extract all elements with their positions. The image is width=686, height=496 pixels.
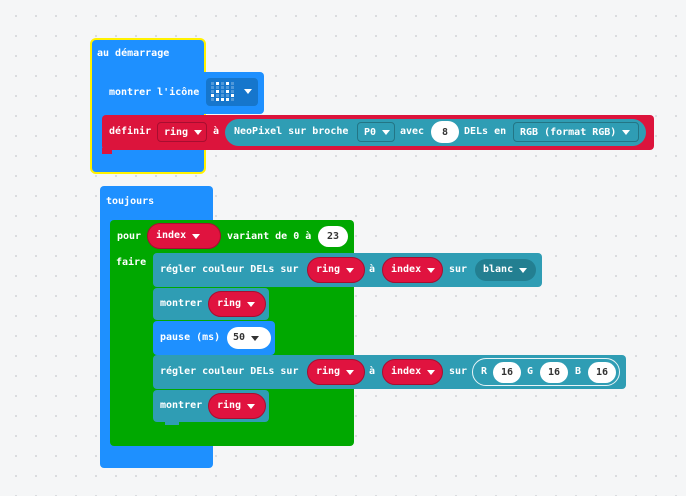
- r-input[interactable]: 16: [493, 362, 521, 383]
- chevron-down-icon: [519, 267, 528, 273]
- chevron-down-icon: [427, 369, 436, 375]
- do-label: faire: [116, 257, 147, 268]
- strip-ring-dropdown-1[interactable]: ring: [307, 257, 365, 283]
- led-dot: [226, 98, 229, 101]
- led-dot: [216, 98, 219, 101]
- index-variable-label-2: index: [391, 366, 422, 377]
- for-variable-label: index: [156, 230, 187, 241]
- strip-ring-label-1: ring: [316, 264, 341, 275]
- set-ring-block-tail: [102, 148, 112, 154]
- color-label: blanc: [483, 264, 514, 275]
- chevron-down-icon: [427, 267, 436, 273]
- strip-ring-label-2: ring: [316, 366, 341, 377]
- led-dot: [226, 82, 229, 85]
- show-strip-label-2: ring: [217, 400, 242, 411]
- b-label: B: [575, 366, 582, 377]
- show-label-1: montrer: [160, 298, 203, 309]
- chevron-down-icon: [382, 129, 391, 135]
- at-label-1: à: [369, 264, 376, 275]
- for-variable-dropdown[interactable]: index: [147, 223, 221, 249]
- pause-value: 50: [233, 332, 246, 343]
- g-label: G: [527, 366, 534, 377]
- led-dot: [216, 82, 219, 85]
- set-color-label-1: régler couleur DELs sur: [160, 264, 299, 275]
- range-label: variant de 0 à: [227, 231, 312, 242]
- led-dot: [231, 98, 234, 101]
- led-dot: [211, 98, 214, 101]
- variable-ring-label: ring: [164, 126, 189, 138]
- to-label: à: [213, 126, 220, 137]
- chevron-down-icon: [194, 129, 203, 135]
- show-icon-label: montrer l'icône: [109, 87, 200, 98]
- led-dot: [226, 86, 229, 89]
- led-dot: [231, 94, 234, 97]
- show-label-2: montrer: [160, 400, 203, 411]
- show-strip-dropdown-1[interactable]: ring: [208, 291, 266, 317]
- led-dot: [221, 90, 224, 93]
- on-start-label: au démarrage: [97, 48, 170, 59]
- led-dot: [216, 94, 219, 97]
- chevron-down-icon: [244, 89, 252, 94]
- mode-label: RGB (format RGB): [520, 126, 617, 138]
- leds-in-label: DELs en: [464, 126, 507, 137]
- led-dot: [216, 90, 219, 93]
- led-count-input[interactable]: 8: [431, 121, 459, 143]
- led-dot: [231, 82, 234, 85]
- led-dot: [221, 86, 224, 89]
- led-dot: [221, 94, 224, 97]
- chevron-down-icon: [622, 129, 631, 135]
- r-label: R: [481, 366, 488, 377]
- chevron-down-icon: [247, 301, 256, 307]
- show-block-2-tail: [165, 420, 179, 425]
- led-dot: [216, 86, 219, 89]
- index-variable-label-1: index: [391, 264, 422, 275]
- variable-ring-dropdown[interactable]: ring: [157, 122, 207, 142]
- pause-label: pause (ms): [160, 332, 221, 343]
- on-label-1: sur: [449, 264, 468, 275]
- led-dot: [211, 90, 214, 93]
- set-color-label-2: régler couleur DELs sur: [160, 366, 299, 377]
- led-dot: [226, 94, 229, 97]
- led-dot: [211, 86, 214, 89]
- chevron-down-icon: [346, 267, 355, 273]
- chevron-down-icon: [247, 403, 256, 409]
- show-strip-label-1: ring: [217, 298, 242, 309]
- show-strip-dropdown-2[interactable]: ring: [208, 393, 266, 419]
- at-label-2: à: [369, 366, 376, 377]
- g-input[interactable]: 16: [540, 362, 568, 383]
- chevron-down-icon: [346, 369, 355, 375]
- with-label: avec: [400, 126, 425, 137]
- led-dot: [211, 94, 214, 97]
- forever-label: toujours: [106, 196, 155, 207]
- pin-label: P0: [364, 126, 377, 138]
- led-dot: [221, 82, 224, 85]
- led-dot: [231, 90, 234, 93]
- led-dot: [231, 86, 234, 89]
- led-dot: [211, 82, 214, 85]
- for-label: pour: [117, 231, 142, 242]
- led-grid-icon: [211, 82, 237, 102]
- index-variable-2[interactable]: index: [382, 359, 443, 385]
- mode-dropdown[interactable]: RGB (format RGB): [513, 122, 639, 142]
- pause-value-dropdown[interactable]: 50: [227, 327, 271, 349]
- led-dot: [226, 90, 229, 93]
- index-variable-1[interactable]: index: [382, 257, 443, 283]
- led-dot: [221, 98, 224, 101]
- chevron-down-icon: [251, 335, 260, 341]
- on-label-2: sur: [449, 366, 468, 377]
- set-label: définir: [109, 126, 152, 137]
- chevron-down-icon: [192, 233, 201, 239]
- range-end-input[interactable]: 23: [318, 226, 348, 247]
- strip-ring-dropdown-2[interactable]: ring: [307, 359, 365, 385]
- color-dropdown[interactable]: blanc: [475, 259, 536, 281]
- neopixel-label: NeoPixel sur broche: [234, 126, 349, 137]
- pin-dropdown[interactable]: P0: [357, 122, 395, 142]
- icon-picker[interactable]: [206, 78, 258, 106]
- b-input[interactable]: 16: [588, 362, 616, 383]
